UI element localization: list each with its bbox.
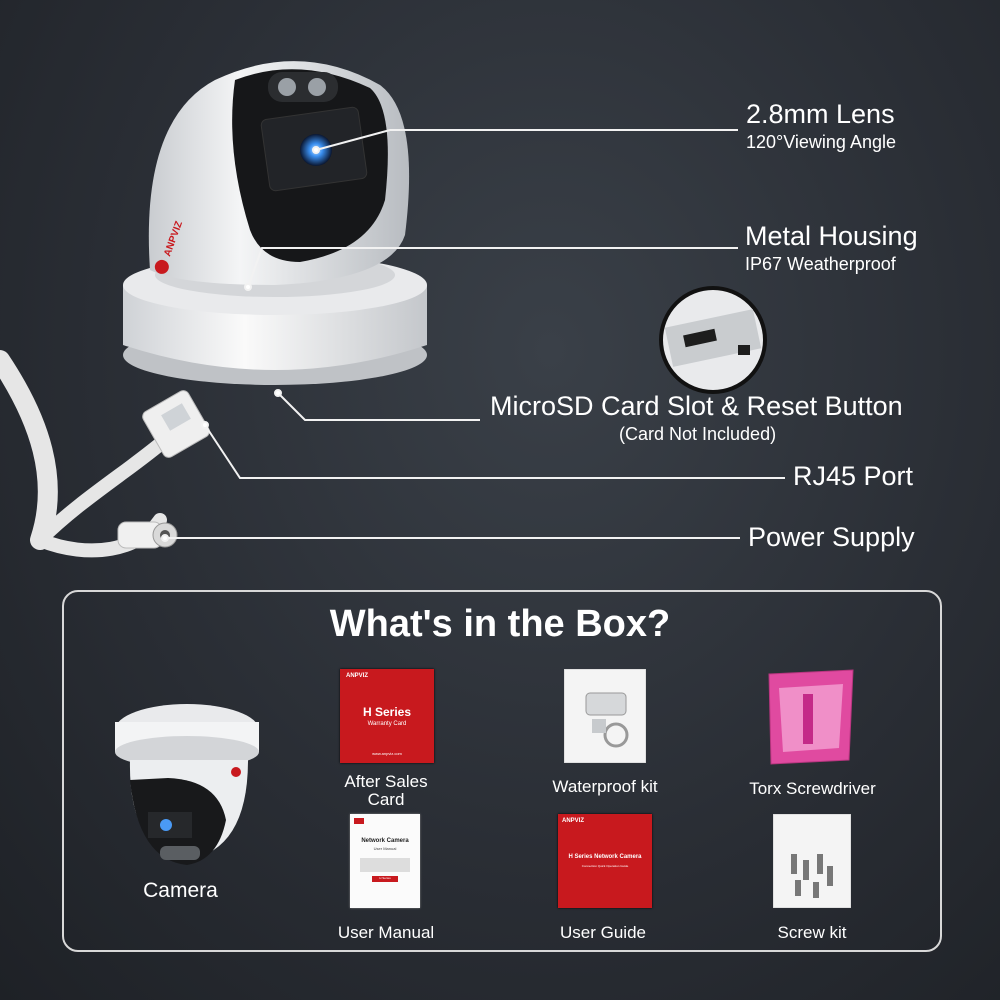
box-title: What's in the Box? bbox=[329, 603, 671, 645]
card-url: www.anpviz.com bbox=[372, 751, 402, 756]
item-label-after-sales-2: Card bbox=[367, 790, 405, 809]
warranty-card-thumbnail: ANPVIZ H Series Warranty Card www.anpviz… bbox=[340, 669, 434, 763]
item-label-screw-kit: Screw kit bbox=[777, 923, 847, 942]
box-contents-frame bbox=[62, 590, 942, 952]
screw-kit-thumbnail bbox=[773, 814, 851, 908]
waterproof-kit-thumbnail bbox=[564, 669, 646, 763]
guide-title: H Series Network Camera bbox=[568, 854, 642, 860]
manual-subtitle: User Manual bbox=[373, 846, 397, 851]
user-manual-thumbnail: Network Camera User Manual H Series bbox=[350, 814, 420, 908]
card-subtitle: Warranty Card bbox=[367, 721, 407, 727]
camera-dome: ANPVIZ bbox=[148, 61, 410, 285]
feature-title-lens: 2.8mm Lens bbox=[746, 99, 895, 129]
feature-title-housing: Metal Housing bbox=[745, 221, 918, 251]
hero-camera-illustration: ANPVIZ bbox=[0, 61, 785, 558]
brand-logo: ANPVIZ bbox=[346, 673, 369, 679]
manual-tag: H Series bbox=[372, 876, 398, 882]
feature-subtitle-lens: 120°Viewing Angle bbox=[746, 132, 896, 152]
rj45-connector bbox=[142, 390, 210, 458]
manual-title: Network Camera bbox=[361, 838, 409, 844]
item-label-user-guide: User Guide bbox=[560, 923, 646, 942]
camera-thumbnail bbox=[115, 704, 259, 865]
feature-title-power: Power Supply bbox=[748, 522, 915, 552]
guide-subtitle: Connection Quick Operation Guide bbox=[581, 864, 629, 868]
torx-screwdriver-thumbnail bbox=[768, 669, 854, 765]
card-title: H Series bbox=[362, 705, 412, 719]
item-label-camera: Camera bbox=[143, 879, 218, 902]
callout-lines bbox=[161, 129, 785, 542]
dc-power-connector bbox=[117, 521, 178, 549]
feature-title-rj45: RJ45 Port bbox=[793, 461, 914, 491]
guide-brand: ANPVIZ bbox=[562, 818, 585, 824]
feature-title-sd: MicroSD Card Slot & Reset Button bbox=[490, 391, 903, 421]
item-label-after-sales: After Sales bbox=[344, 772, 428, 791]
sd-slot-zoom bbox=[659, 286, 767, 394]
feature-subtitle-housing: IP67 Weatherproof bbox=[745, 254, 896, 274]
feature-subtitle-sd: (Card Not Included) bbox=[619, 424, 777, 444]
item-label-waterproof: Waterproof kit bbox=[552, 777, 658, 796]
user-guide-thumbnail: ANPVIZ H Series Network Camera Connectio… bbox=[558, 814, 652, 908]
item-label-torx: Torx Screwdriver bbox=[749, 779, 876, 798]
item-label-user-manual: User Manual bbox=[337, 923, 435, 942]
